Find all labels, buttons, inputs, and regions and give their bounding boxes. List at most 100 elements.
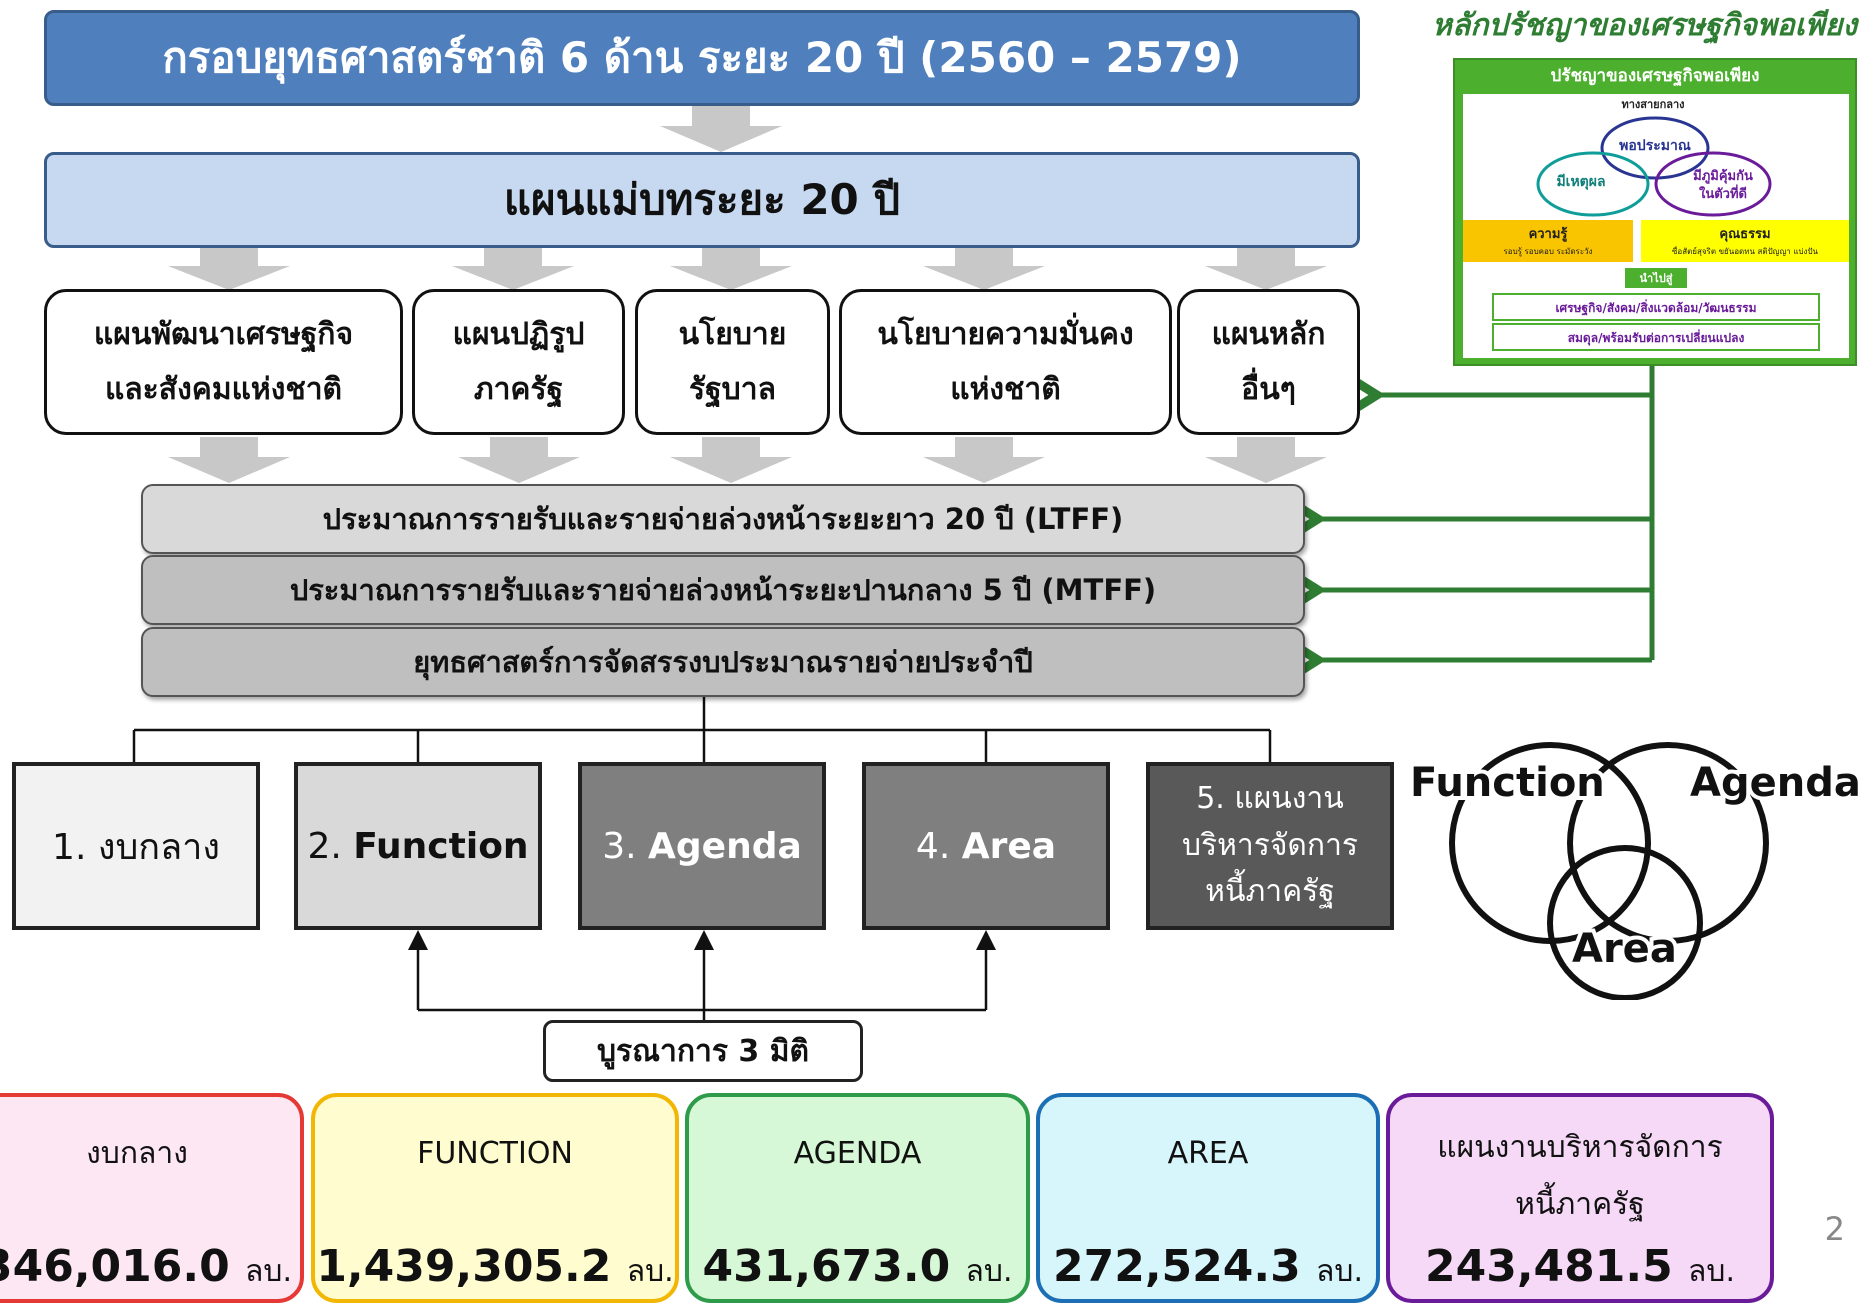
category-public-debt: 5. แผนงาน บริหารจัดการ หนี้ภาครัฐ <box>1146 762 1394 930</box>
category-5-line-3: หนี้ภาครัฐ <box>1205 874 1335 910</box>
arrow-master-to-plan-4 <box>923 248 1045 290</box>
arrow-master-to-plan-1 <box>168 248 290 290</box>
plan-3-line-1: นโยบาย <box>678 316 787 352</box>
arrow-plan-4-to-fiscal <box>923 437 1045 483</box>
immunity-ring <box>1654 151 1772 217</box>
morality-block <box>1641 220 1849 262</box>
budget-card-central-amount: 346,016.0 <box>0 1241 230 1292</box>
venn-circle-agenda <box>1567 742 1769 944</box>
venn-diagram: Function Agenda Area <box>1406 742 1860 1000</box>
result-label-1: เศรษฐกิจ/สังคม/สิ่งแวดล้อม/วัฒนธรรม <box>1555 299 1756 316</box>
fiscal-bar-mtff: ประมาณการรายรับและรายจ่ายล่วงหน้าระยะปาน… <box>141 555 1305 625</box>
budget-card-central-unit: ลบ. <box>245 1254 293 1289</box>
category-2-label: Function <box>353 825 529 867</box>
budget-card-area-label: AREA <box>1167 1136 1249 1171</box>
strategy-title: กรอบยุทธศาสตร์ชาติ 6 ด้าน ระยะ 20 ปี (25… <box>162 33 1242 82</box>
master-plan-bar: แผนแม่บทระยะ 20 ปี <box>44 152 1360 248</box>
ltff-label: ประมาณการรายรับและรายจ่ายล่วงหน้าระยะยาว… <box>322 502 1124 536</box>
gray-flow-arrows <box>168 106 1327 483</box>
category-area: 4. Area <box>862 762 1110 930</box>
plan-2-line-2: ภาครัฐ <box>473 372 564 407</box>
budget-card-agenda-unit: ลบ. <box>965 1254 1013 1289</box>
budget-card-area-unit: ลบ. <box>1316 1254 1364 1289</box>
moderation-label: พอประมาณ <box>1619 138 1691 154</box>
plan-box-economic-social: แผนพัฒนาเศรษฐกิจ และสังคมแห่งชาติ <box>44 289 403 435</box>
plan-1-line-1: แผนพัฒนาเศรษฐกิจ <box>93 316 354 352</box>
category-agenda: 3. Agenda <box>578 762 826 930</box>
category-3-number: 3. <box>602 825 637 867</box>
arrow-master-to-plan-3 <box>670 248 792 290</box>
integration-3-dimensions-box: บูรณาการ 3 มิติ <box>543 1020 863 1082</box>
knowledge-block <box>1463 220 1633 262</box>
fiscal-bar-ltff: ประมาณการรายรับและรายจ่ายล่วงหน้าระยะยาว… <box>141 484 1305 554</box>
plan-5-line-1: แผนหลัก <box>1211 316 1326 352</box>
budget-card-public-debt-label: แผนงานบริหารจัดการ หนี้ภาครัฐ <box>1437 1119 1723 1233</box>
category-5-line-1: 5. แผนงาน <box>1196 781 1344 817</box>
reasonable-ring <box>1536 151 1650 217</box>
plan-box-national-security: นโยบายความมั่นคง แห่งชาติ <box>839 289 1172 435</box>
budget-card-central-label: งบกลาง <box>86 1136 188 1171</box>
category-central-budget: 1. งบกลาง <box>12 762 260 930</box>
integration-label: บูรณาการ 3 มิติ <box>597 1033 809 1069</box>
venn-label-area: Area <box>1572 926 1677 972</box>
plan-3-line-2: รัฐบาล <box>689 372 776 407</box>
plan-box-other-plans: แผนหลัก อื่นๆ <box>1177 289 1360 435</box>
budget-card-function-unit: ลบ. <box>626 1254 674 1289</box>
budget-card-function: FUNCTION 1,439,305.2 ลบ. <box>311 1093 679 1303</box>
morality-sub-label: ซื่อสัตย์สุจริต ขยันอดทน สติปัญญา แบ่งปั… <box>1672 245 1819 256</box>
venn-label-agenda: Agenda <box>1690 760 1860 806</box>
middle-path-label: ทางสายกลาง <box>1621 98 1684 111</box>
budget-card-area-amount: 272,524.3 <box>1052 1241 1301 1292</box>
arrow-plan-5-to-fiscal <box>1205 437 1327 483</box>
budget-card-public-debt-unit: ลบ. <box>1688 1254 1736 1289</box>
knowledge-sub-label: รอบรู้ รอบคอบ ระมัดระวัง <box>1503 247 1592 257</box>
philosophy-caption: หลักปรัชญาของเศรษฐกิจพอเพียง <box>1432 8 1857 43</box>
budget-card-function-label: FUNCTION <box>417 1136 573 1171</box>
category-4-number: 4. <box>915 825 951 867</box>
venn-circle-area <box>1547 845 1703 1000</box>
philosophy-panel-body: ทางสายกลาง พอประมาณ มีเหตุผล มีภูมิคุ้มก… <box>1463 94 1849 358</box>
budget-card-agenda-label: AGENDA <box>793 1136 922 1171</box>
leads-to-label: นำไปสู่ <box>1640 271 1673 286</box>
fiscal-bar-annual: ยุทธศาสตร์การจัดสรรงบประมาณรายจ่ายประจำป… <box>141 627 1305 697</box>
category-function: 2. Function <box>294 762 542 930</box>
budget-card-area: AREA 272,524.3 ลบ. <box>1036 1093 1380 1303</box>
budget-card-agenda-amount: 431,673.0 <box>702 1241 951 1292</box>
category-1-number: 1. <box>52 826 87 868</box>
arrow-plan-2-to-fiscal <box>458 437 580 483</box>
result-label-2: สมดุล/พร้อมรับต่อการเปลี่ยนแปลง <box>1568 329 1745 346</box>
result-box-2 <box>1492 323 1820 351</box>
immunity-label-2: ในตัวที่ดี <box>1699 184 1747 202</box>
philosophy-panel: ปรัชญาของเศรษฐกิจพอเพียง ทางสายกลาง พอปร… <box>1453 58 1857 366</box>
master-plan-label: แผนแม่บทระยะ 20 ปี <box>503 175 901 224</box>
tree-connectors <box>132 697 1272 1020</box>
strategy-title-bar: กรอบยุทธศาสตร์ชาติ 6 ด้าน ระยะ 20 ปี (25… <box>44 10 1360 106</box>
leads-to-badge <box>1625 268 1687 288</box>
knowledge-label: ความรู้ <box>1529 226 1568 242</box>
budget-card-function-amount: 1,439,305.2 <box>316 1241 612 1292</box>
philosophy-panel-title: ปรัชญาของเศรษฐกิจพอเพียง <box>1550 66 1760 86</box>
plan-box-government-policy: นโยบาย รัฐบาล <box>635 289 830 435</box>
category-4-label: Area <box>961 825 1057 867</box>
annual-strategy-label: ยุทธศาสตร์การจัดสรรงบประมาณรายจ่ายประจำป… <box>413 645 1033 679</box>
category-2-number: 2. <box>307 825 342 867</box>
budget-card-public-debt-label-1: แผนงานบริหารจัดการ <box>1437 1130 1723 1165</box>
arrow-plan-1-to-fiscal <box>168 437 290 483</box>
plan-box-public-reform: แผนปฏิรูป ภาครัฐ <box>412 289 625 435</box>
venn-label-function: Function <box>1410 760 1605 806</box>
morality-label: คุณธรรม <box>1719 227 1770 242</box>
budget-card-public-debt-label-2: หนี้ภาครัฐ <box>1515 1187 1645 1222</box>
result-box-1 <box>1492 293 1820 321</box>
page-number: 2 <box>1824 1210 1845 1248</box>
arrow-master-to-plan-5 <box>1205 248 1327 290</box>
category-5-line-2: บริหารจัดการ <box>1181 827 1359 863</box>
philosophy-figure: ทางสายกลาง พอประมาณ มีเหตุผล มีภูมิคุ้มก… <box>1463 98 1849 351</box>
arrow-master-to-plan-2 <box>452 248 574 290</box>
category-1-label: งบกลาง <box>97 826 220 868</box>
mtff-label: ประมาณการรายรับและรายจ่ายล่วงหน้าระยะปาน… <box>289 573 1157 607</box>
budget-card-public-debt: แผนงานบริหารจัดการ หนี้ภาครัฐ 243,481.5 … <box>1386 1093 1774 1303</box>
budget-card-agenda: AGENDA 431,673.0 ลบ. <box>685 1093 1030 1303</box>
reasonable-label: มีเหตุผล <box>1556 174 1605 190</box>
plan-4-line-1: นโยบายความมั่นคง <box>877 316 1134 352</box>
